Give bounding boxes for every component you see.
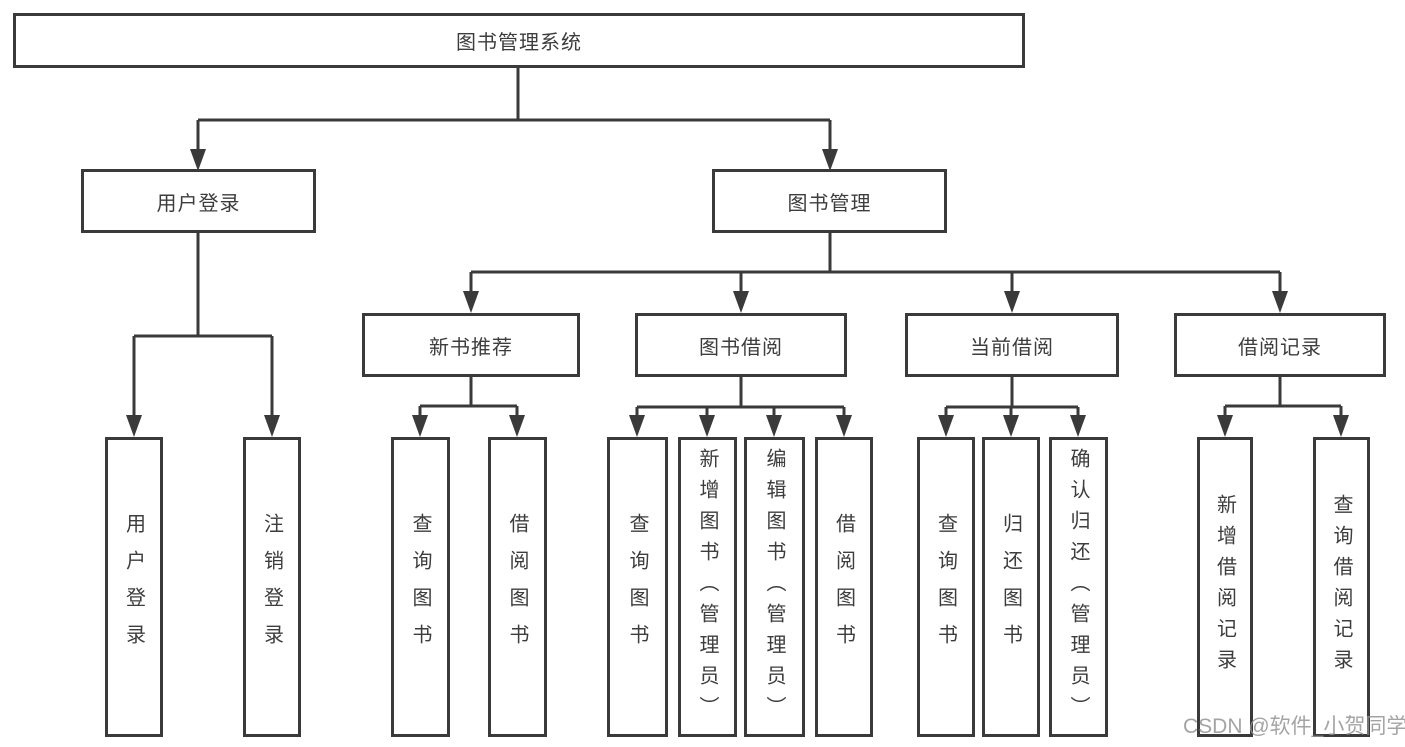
arrow-down-icon <box>1004 291 1020 313</box>
arrow-down-icon <box>264 415 280 437</box>
leaf-query-books-current: 查询图书 <box>917 437 975 737</box>
leaf-query-borrow-record: 查询借阅记录 <box>1313 437 1370 737</box>
node-label: 查询图书 <box>409 513 431 661</box>
node-borrowing-records: 借阅记录 <box>1174 313 1386 377</box>
arrow-down-icon <box>822 149 838 171</box>
node-current-borrowing: 当前借阅 <box>905 313 1119 377</box>
leaf-user-login: 用户登录 <box>105 437 163 737</box>
connector-book-borrowing <box>635 377 846 418</box>
node-label: 新增借阅记录 <box>1213 494 1236 680</box>
node-label: 查询图书 <box>626 513 648 661</box>
node-user-login: 用户登录 <box>81 169 316 233</box>
node-label: 确认归还（管理员） <box>1067 447 1089 727</box>
node-label: 归还图书 <box>999 513 1022 661</box>
arrow-down-icon <box>463 291 479 313</box>
node-label: 查询图书 <box>934 513 957 661</box>
node-label: 图书管理系统 <box>456 32 582 54</box>
arrow-down-icon <box>629 415 645 437</box>
node-label: 图书借阅 <box>699 336 783 359</box>
arrow-down-icon <box>412 415 428 437</box>
node-new-book-recommendation: 新书推荐 <box>362 313 580 377</box>
arrow-down-icon <box>1070 415 1086 437</box>
connector-user-login <box>132 233 274 417</box>
node-label: 新书推荐 <box>429 336 513 359</box>
node-label: 编辑图书（管理员） <box>763 447 785 727</box>
arrow-down-icon <box>126 415 142 437</box>
leaf-edit-book-admin: 编辑图书（管理员） <box>744 437 805 737</box>
node-label: 查询借阅记录 <box>1330 494 1352 680</box>
node-label: 用户登录 <box>122 513 145 661</box>
arrow-down-icon <box>733 291 749 313</box>
watermark: CSDN @软件_小贺同学 <box>1183 715 1405 738</box>
node-label: 借阅图书 <box>506 513 528 661</box>
connector-borrowing-records <box>1223 377 1343 418</box>
arrow-down-icon <box>699 415 715 437</box>
arrow-down-icon <box>509 415 525 437</box>
leaf-confirm-return-admin: 确认归还（管理员） <box>1049 437 1108 737</box>
arrow-down-icon <box>1217 415 1233 437</box>
node-label: 借阅图书 <box>832 513 855 661</box>
arrow-down-icon <box>766 415 782 437</box>
arrow-down-icon <box>1333 415 1349 437</box>
leaf-add-book-admin: 新增图书（管理员） <box>678 437 737 737</box>
node-book-management: 图书管理 <box>712 169 947 233</box>
node-label: 注销登录 <box>260 513 283 661</box>
node-label: 新增图书（管理员） <box>696 447 718 727</box>
arrow-down-icon <box>1003 415 1019 437</box>
connector-new-book-recommendation <box>418 377 519 418</box>
node-label: 图书管理 <box>787 192 872 215</box>
node-label: 当前借阅 <box>970 336 1054 359</box>
leaf-logout: 注销登录 <box>243 437 301 737</box>
node-label: 借阅记录 <box>1238 336 1322 359</box>
leaf-add-borrow-record: 新增借阅记录 <box>1197 437 1253 737</box>
leaf-return-books: 归还图书 <box>982 437 1040 737</box>
arrow-down-icon <box>1272 291 1288 313</box>
node-label: 用户登录 <box>156 192 241 215</box>
arrow-down-icon <box>190 149 206 171</box>
leaf-borrow-books-borrowing: 借阅图书 <box>815 437 873 737</box>
arrow-down-icon <box>836 415 852 437</box>
arrowheads <box>126 149 1349 437</box>
leaf-query-books-borrowing: 查询图书 <box>607 437 668 737</box>
connector-root <box>196 68 832 151</box>
arrow-down-icon <box>938 415 954 437</box>
node-library-management-system: 图书管理系统 <box>13 13 1025 68</box>
leaf-query-books-recommend: 查询图书 <box>391 437 450 737</box>
connector-book-management <box>469 233 1282 293</box>
connector-current-borrowing <box>944 377 1080 418</box>
leaf-borrow-books-recommend: 借阅图书 <box>488 437 547 737</box>
node-book-borrowing: 图书借阅 <box>635 313 847 377</box>
